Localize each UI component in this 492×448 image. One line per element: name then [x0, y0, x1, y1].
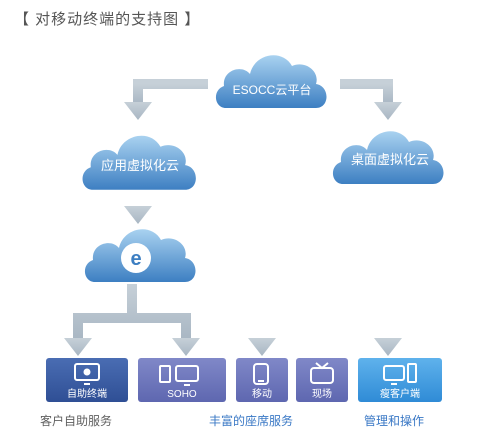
cloud-app-label: 应用虚拟化云 [101, 158, 179, 173]
device-label: 瘦客户端 [380, 387, 420, 400]
arrow-root-to-app [133, 79, 208, 104]
cloud-desktop-virtualization: 桌面虚拟化云 [332, 131, 444, 184]
arrow-root-to-desktop [340, 79, 393, 104]
device-soho: SOHO [138, 358, 226, 402]
tv-icon [310, 362, 334, 384]
diagram-title: 【 对移动终端的支持图 】 [14, 11, 201, 28]
thin-client-icon [383, 363, 417, 385]
group-label-seat: 丰富的座席服务 [209, 414, 294, 428]
phone-icon [253, 363, 269, 385]
device-onsite: 现场 [296, 358, 348, 402]
device-thin-client: 瘦客户端 [358, 358, 442, 402]
device-mobile: 移动 [236, 358, 288, 402]
browser-icon-glyph: e [130, 248, 141, 270]
monitor-icon [74, 363, 100, 385]
arrow-browser-to-devices [73, 284, 191, 340]
cloud-app-virtualization: 应用虚拟化云 [82, 135, 196, 190]
browser-icon [121, 243, 151, 273]
group-label-management: 管理和操作 [364, 414, 425, 428]
cloud-esocc-label: ESOCC云平台 [233, 82, 312, 97]
cloud-esocc-platform: ESOCC云平台 [215, 55, 327, 108]
device-self-service: 自助终端 [46, 358, 128, 402]
device-label: 现场 [312, 387, 332, 400]
device-label: 自助终端 [67, 387, 107, 400]
device-label: 移动 [252, 387, 272, 400]
pc-icon [159, 365, 199, 386]
cloud-desktop-label: 桌面虚拟化云 [351, 152, 429, 167]
cloud-browser: e [84, 229, 196, 282]
device-label: SOHO [167, 389, 197, 400]
group-label-self-service: 客户自助服务 [40, 414, 113, 428]
